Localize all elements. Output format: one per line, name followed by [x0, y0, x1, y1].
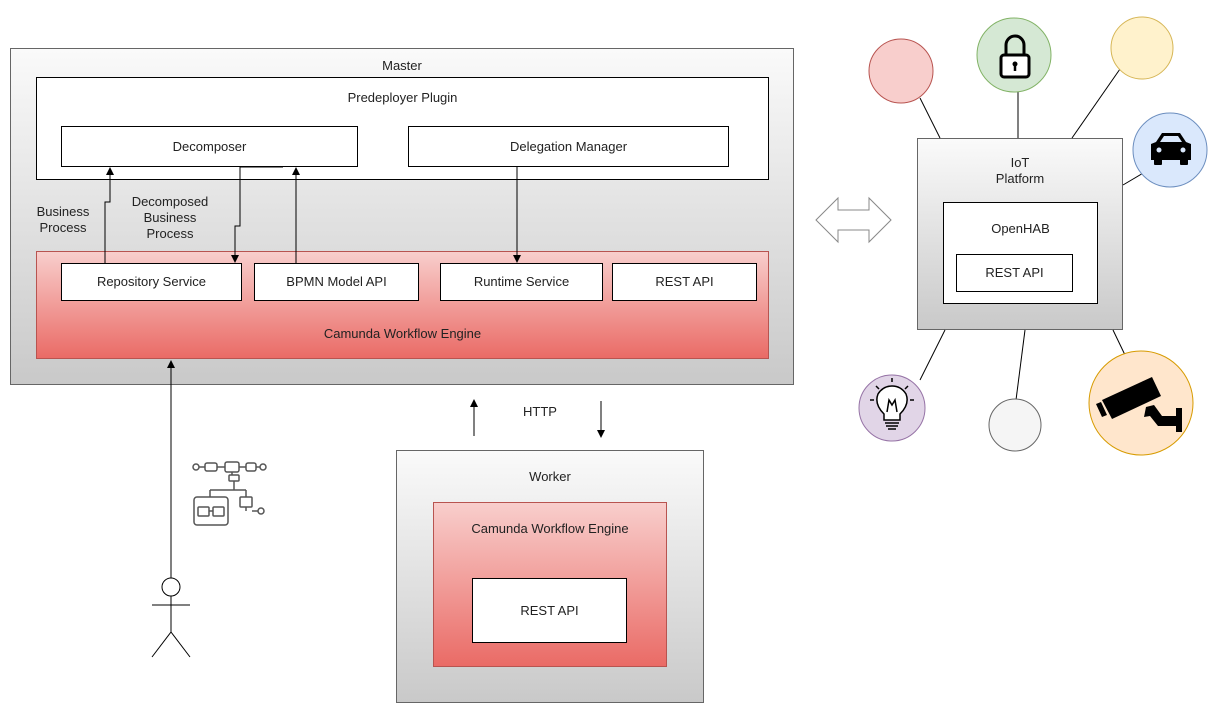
worker-title: Worker: [529, 469, 571, 484]
worker-rest-api-box: REST API: [472, 578, 627, 643]
lightbulb-icon: [870, 378, 914, 430]
delegation-manager-box: Delegation Manager: [408, 126, 729, 167]
openhab-title: OpenHAB: [991, 221, 1050, 236]
actor-icon: [151, 577, 191, 658]
bpmn-diagram-icon: [192, 461, 267, 526]
lock-icon: [999, 34, 1031, 79]
iot-platform-title: IoT Platform: [995, 155, 1045, 186]
car-icon: [1151, 133, 1191, 165]
decomposer-box: Decomposer: [61, 126, 358, 167]
predeployer-plugin-title: Predeployer Plugin: [347, 90, 458, 105]
iot-rest-api-box: REST API: [956, 254, 1073, 292]
decomposed-business-process-label: Decomposed Business Process: [131, 194, 209, 241]
bidirectional-arrow-icon: [815, 196, 892, 244]
worker-engine-title: Camunda Workflow Engine: [471, 521, 629, 536]
iot-device-gray-circle: [988, 398, 1042, 452]
business-process-label: Business Process: [36, 204, 90, 235]
repository-service-box: Repository Service: [61, 263, 242, 301]
camera-icon: [1096, 377, 1182, 432]
iot-device-yellow-circle: [1110, 16, 1174, 80]
master-engine-title: Camunda Workflow Engine: [323, 326, 482, 341]
http-label: HTTP: [523, 404, 557, 419]
business-process-arrow: [104, 167, 114, 263]
master-rest-api-box: REST API: [612, 263, 757, 301]
runtime-service-box: Runtime Service: [440, 263, 603, 301]
iot-device-red-circle: [868, 38, 934, 104]
bpmn-model-api-box: BPMN Model API: [254, 263, 419, 301]
master-title: Master: [382, 58, 422, 73]
